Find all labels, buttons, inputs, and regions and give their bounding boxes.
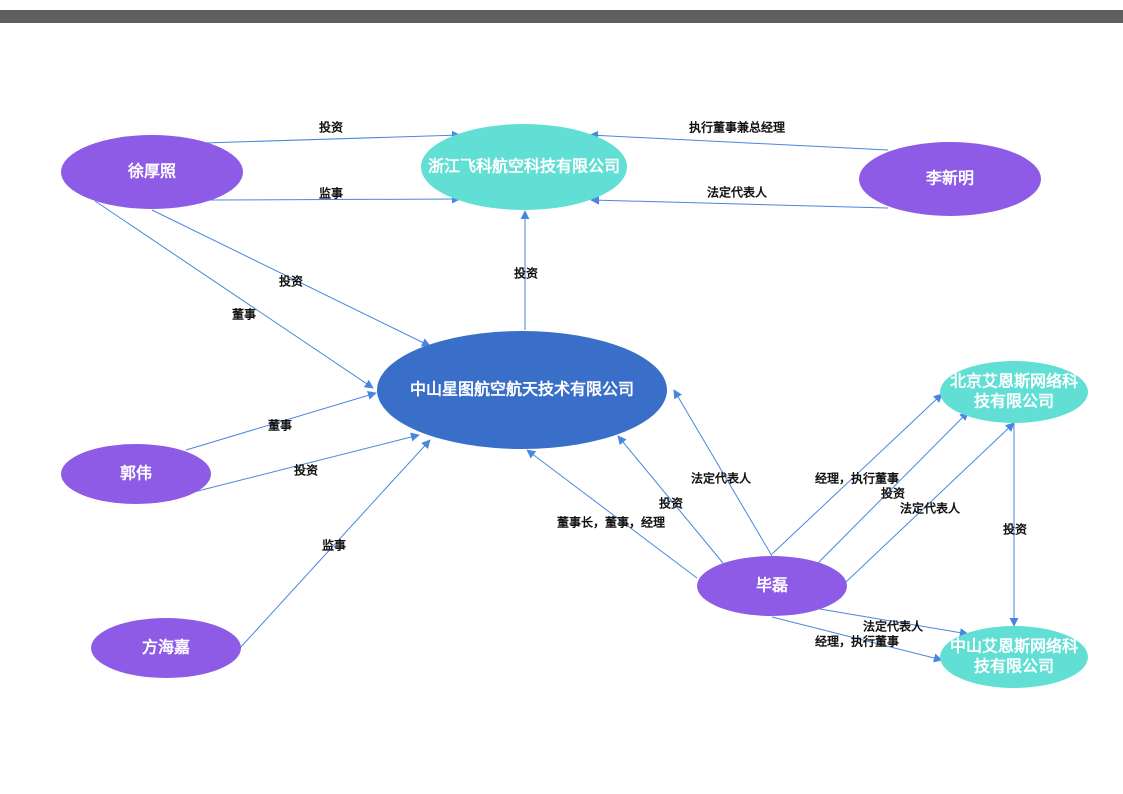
edge-label: 投资 — [319, 120, 343, 135]
node-li[interactable]: 李新明 — [859, 142, 1041, 216]
edge-bi-to-bjes — [771, 393, 943, 555]
person-node-shape[interactable] — [91, 618, 241, 678]
person-node-shape[interactable] — [61, 135, 243, 209]
edge-label: 监事 — [319, 186, 343, 201]
edge-label: 董事长，董事，经理 — [557, 515, 665, 530]
node-label: 中山艾恩斯网络科技有限公司 — [950, 637, 1078, 676]
edge-bi-to-bjes — [817, 411, 969, 564]
node-label: 郭伟 — [120, 464, 152, 483]
edge-xu-to-zjfk — [207, 194, 461, 204]
node-label-line: 中山艾恩斯网络科 — [950, 637, 1078, 656]
person-node-shape[interactable] — [859, 142, 1041, 216]
company-node-shape[interactable] — [940, 626, 1088, 688]
edge-label: 投资 — [659, 496, 683, 511]
edge-label: 法定代表人 — [691, 471, 752, 486]
node-label: 中山星图航空航天技术有限公司 — [410, 380, 634, 399]
edge-label: 法定代表人 — [900, 501, 961, 516]
edge-label: 投资 — [279, 274, 303, 289]
edge-label: 法定代表人 — [863, 619, 924, 634]
edge-bi-to-zses — [819, 608, 969, 638]
top-bar — [0, 10, 1123, 23]
node-center[interactable]: 中山星图航空航天技术有限公司 — [377, 331, 667, 449]
node-zjfk[interactable]: 浙江飞科航空科技有限公司 — [421, 124, 627, 210]
person-node-shape[interactable] — [697, 556, 847, 616]
center-node-shape[interactable] — [377, 331, 667, 449]
node-label: 浙江飞科航空科技有限公司 — [428, 157, 620, 176]
edge-xu-to-center — [151, 209, 431, 347]
edge-label: 投资 — [294, 463, 318, 478]
node-label: 徐厚照 — [127, 162, 176, 181]
node-bi[interactable]: 毕磊 — [697, 556, 847, 616]
edge-label: 董事 — [232, 307, 256, 322]
edge-label: 法定代表人 — [707, 185, 768, 200]
node-label-line: 北京艾恩斯网络科 — [950, 372, 1078, 391]
edge-li-to-zjfk — [590, 195, 889, 209]
company-node-shape[interactable] — [421, 124, 627, 210]
edge-xu-to-center — [94, 200, 374, 389]
edge-label: 监事 — [322, 538, 346, 553]
node-label: 北京艾恩斯网络科技有限公司 — [950, 372, 1078, 411]
edge-label: 经理，执行董事 — [815, 634, 899, 649]
edge-label: 投资 — [881, 486, 905, 501]
node-label: 方海嘉 — [142, 638, 190, 657]
edge-bi-to-center — [526, 449, 698, 579]
edge-guo-to-center — [185, 432, 420, 495]
edge-label: 执行董事兼总经理 — [689, 120, 785, 135]
node-label: 毕磊 — [756, 576, 788, 595]
node-label-line: 技有限公司 — [974, 392, 1054, 411]
node-label: 李新明 — [925, 169, 974, 188]
node-bjes[interactable]: 北京艾恩斯网络科技有限公司 — [940, 361, 1088, 423]
edge-bi-to-bjes — [845, 422, 1015, 583]
company-node-shape[interactable] — [940, 361, 1088, 423]
edge-bi-to-center — [673, 389, 773, 557]
node-guo[interactable]: 郭伟 — [61, 444, 211, 504]
edge-fang-to-center — [239, 439, 431, 649]
edge-label: 投资 — [1003, 522, 1027, 537]
node-zses[interactable]: 中山艾恩斯网络科技有限公司 — [940, 626, 1088, 688]
node-label-line: 技有限公司 — [974, 657, 1054, 676]
edge-guo-to-center — [185, 391, 377, 451]
node-fang[interactable]: 方海嘉 — [91, 618, 241, 678]
node-xu[interactable]: 徐厚照 — [61, 135, 243, 209]
person-node-shape[interactable] — [61, 444, 211, 504]
edge-li-to-zjfk — [589, 130, 889, 151]
edge-label: 董事 — [268, 418, 292, 433]
edge-xu-to-zjfk — [203, 130, 461, 144]
edge-bi-to-zses — [771, 616, 943, 663]
edge-label: 投资 — [514, 266, 538, 281]
edge-label: 经理，执行董事 — [815, 471, 899, 486]
edge-bi-to-center — [617, 435, 724, 564]
